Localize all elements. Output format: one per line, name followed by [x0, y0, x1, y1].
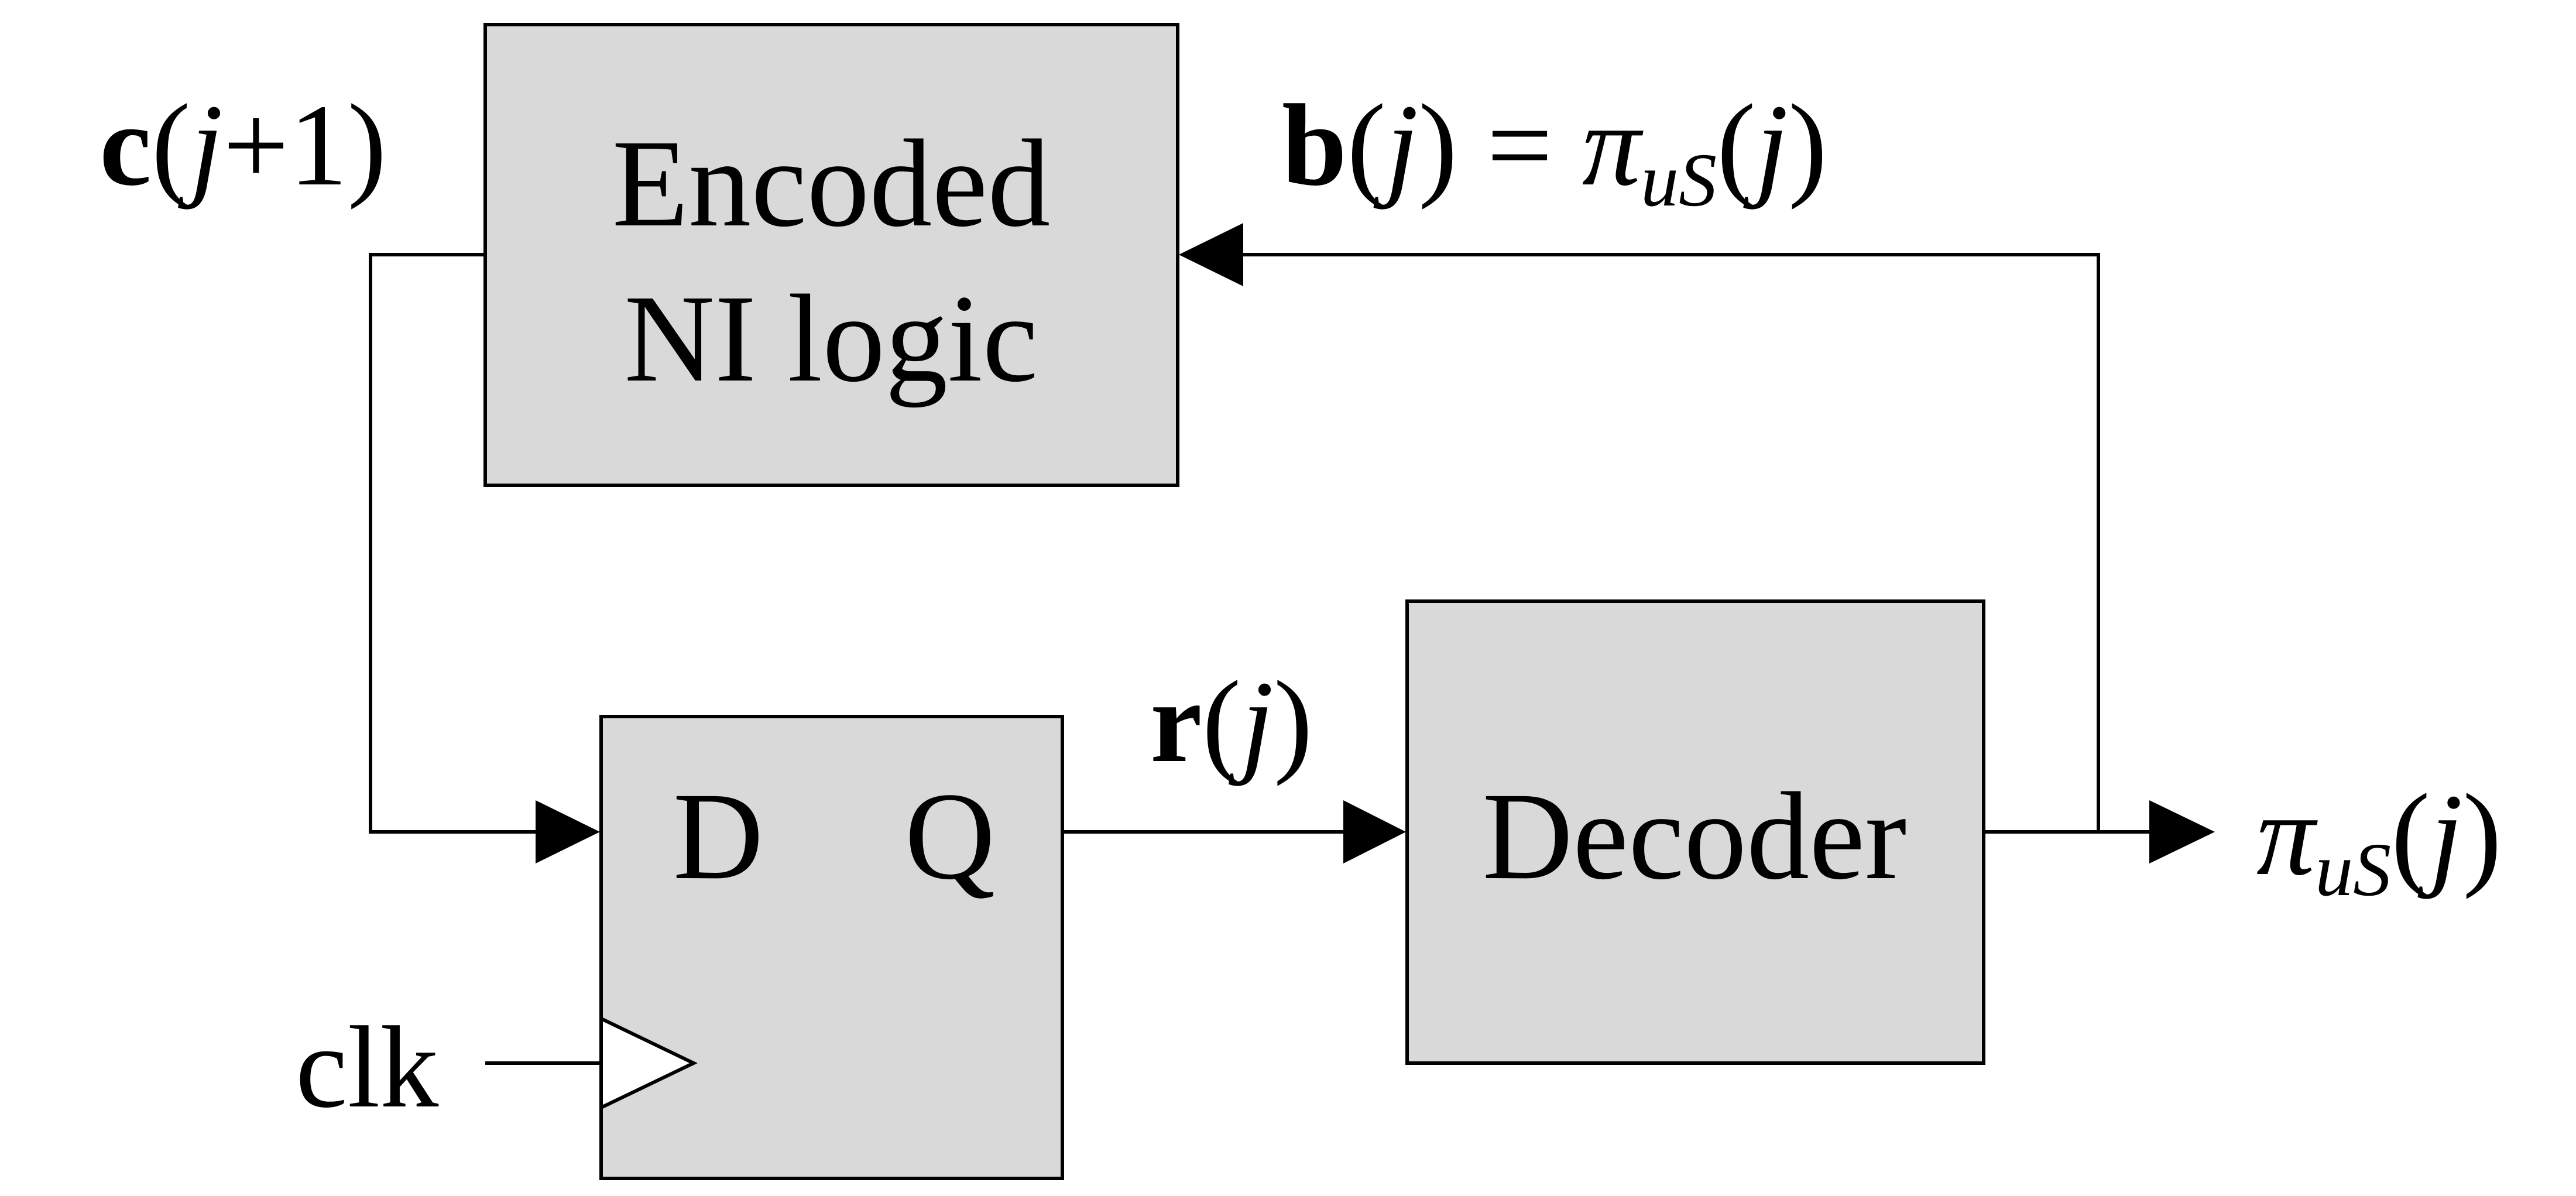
signal-label-b: b(j) = πuS(j) [1282, 81, 1827, 222]
encoded-ni-logic-box [483, 23, 1179, 487]
decoder-label: Decoder [1483, 767, 1907, 906]
decoder-box [1405, 599, 1985, 1065]
flip-flop-q-port-label: Q [905, 767, 996, 906]
output-arrow-icon [2149, 800, 2215, 863]
flip-flop-block: D Q [599, 715, 1064, 1180]
flip-flop-d-port-label: D [673, 767, 764, 906]
signal-label-c: c(j+1) [100, 81, 386, 210]
encoded-ni-logic-label-line2: NI logic [624, 269, 1038, 408]
encoded-ni-logic-label-line1: Encoded [612, 114, 1051, 253]
encoded-ni-logic-block: Encoded NI logic [483, 23, 1179, 487]
flip-flop-box [599, 715, 1064, 1180]
arrow-into-encoded-ni-logic-icon [1179, 223, 1243, 286]
signal-label-clk: clk [296, 1003, 438, 1132]
signal-label-output: πuS(j) [2256, 770, 2502, 912]
signal-label-r: r(j) [1150, 657, 1313, 787]
feedback-b-wire [1241, 253, 2100, 832]
decoder-block: Decoder [1405, 599, 1985, 1065]
arrow-into-decoder-icon [1343, 800, 1406, 863]
feedback-c-wire [369, 253, 538, 834]
arrow-into-d-icon [536, 800, 600, 863]
